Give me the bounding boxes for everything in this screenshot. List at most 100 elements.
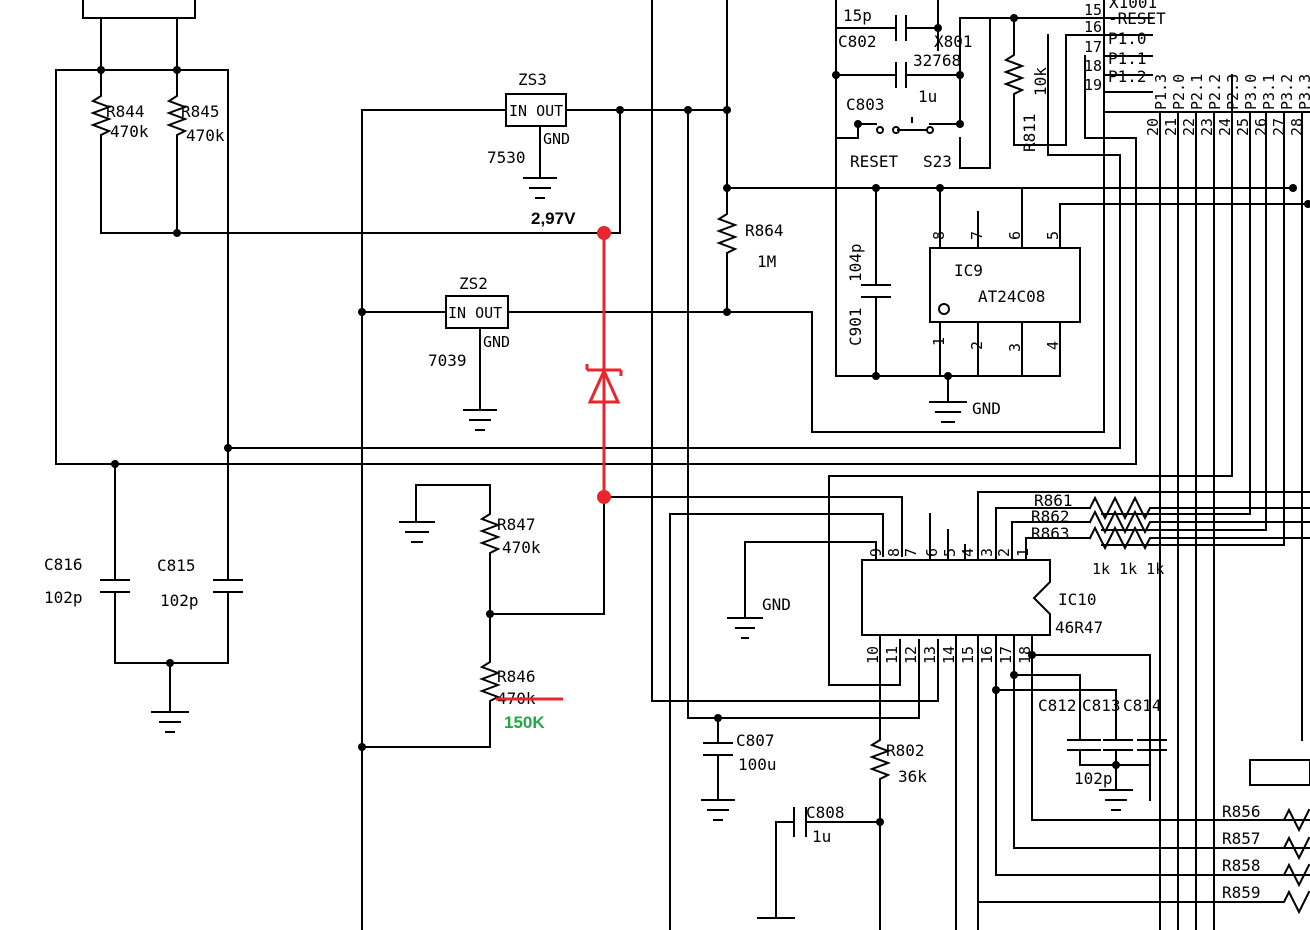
x1001-label: X1001 [1109,0,1157,12]
r844-label: R844 [106,102,145,121]
r802-label: R802 [886,741,925,760]
ic10-pin-6: 6 [923,548,941,557]
junction-red-bottom [597,490,611,504]
ic10-pin-14: 14 [940,646,958,664]
r845-value: 470k [186,126,225,145]
zs2-label: ZS2 [459,274,488,293]
ic9-pin-8: 8 [930,231,948,240]
ic10-pin-12: 12 [902,646,920,664]
zs3-gnd: GND [543,130,570,148]
ic10-pin-3: 3 [978,548,996,557]
r811-value: 10k [1031,67,1050,96]
mcu-p10-label: P1.0 [1108,29,1147,48]
c808-value: 1u [812,827,831,846]
mcu-pin-26: 26 [1252,118,1270,136]
x801-label: X801 [934,32,973,51]
ic10-top-pin-labels: 9 8 7 6 5 4 3 2 1 [867,548,1032,557]
c815-label: C815 [157,556,196,575]
ic10-pin-9: 9 [867,548,885,557]
mcu-pin-16: 16 [1084,18,1102,36]
r86x-values: 1k 1k 1k [1092,560,1164,578]
zs2-part: 7039 [428,351,467,370]
ic10-pin-11: 11 [883,646,901,664]
ic10-pin-5: 5 [941,548,959,557]
ic10-pin-8: 8 [885,548,903,557]
x801-value: 32768 [913,51,961,70]
ic10-pin-18: 18 [1016,646,1034,664]
left-network [55,0,1137,733]
r846-value-new: 150K [504,713,545,732]
port-p33: P3.3 [1296,74,1310,110]
zs3-label: ZS3 [518,70,547,89]
port-p22: P2.2 [1206,74,1224,110]
port-p31: P3.1 [1260,74,1278,110]
c815-value: 102p [160,591,199,610]
ic9-pin-1: 1 [930,337,948,346]
divider-r847-r846 [361,484,903,748]
c803-value: 1u [918,87,937,106]
port-p13: P1.3 [1152,74,1170,110]
ic10-part: 46R47 [1055,618,1103,637]
port-p23: P2.3 [1224,74,1242,110]
s23-label: S23 [923,152,952,171]
r845-label: R845 [181,102,220,121]
c808-label: C808 [806,803,845,822]
r859-label: R859 [1222,883,1261,902]
ic10-pin-15: 15 [959,646,977,664]
c807-label: C807 [736,731,775,750]
ic10-area [701,491,1310,930]
r857-label: R857 [1222,829,1261,848]
mcu-pin-23: 23 [1198,118,1216,136]
r861-label: R861 [1034,491,1073,510]
r858-label: R858 [1222,856,1261,875]
r811-label: R811 [1020,113,1039,152]
port-p32: P3.2 [1278,74,1296,110]
r864-label: R864 [745,221,784,240]
ic10-pin-13: 13 [921,646,939,664]
mcu-pin-15: 15 [1084,1,1102,19]
ic10-bottom-pin-labels: 10 11 12 13 14 15 16 17 18 [864,646,1034,664]
r856-r859 [977,807,1310,915]
r864-value: 1M [757,252,776,271]
ic10-pin-16: 16 [978,646,996,664]
ic10-gnd: GND [762,595,791,614]
zener-modification [496,233,623,701]
r802-value: 36k [898,767,927,786]
port-p30: P3.0 [1242,74,1260,110]
mcu-pin-28: 28 [1288,118,1306,136]
c816-value: 102p [44,588,83,607]
junction-red-top [597,226,611,240]
ic9-pin-2: 2 [968,341,986,350]
ic10-pin-7: 7 [902,548,920,557]
ic9-part: AT24C08 [978,287,1045,306]
mcu-pin-27: 27 [1270,118,1288,136]
r847-value: 470k [502,538,541,557]
ic9-pin-5: 5 [1044,231,1062,240]
c803-label: C803 [846,95,885,114]
r863-label: R863 [1031,524,1070,543]
c901-label: C901 [846,307,865,346]
ic9-pin-7: 7 [968,231,986,240]
zs3-part: 7530 [487,148,526,167]
zs2-gnd: GND [483,333,510,351]
c901-value: 104p [846,243,865,282]
voltage-label: 2,97V [531,209,576,228]
c813-label: C813 [1082,696,1121,715]
mcu-pin-22: 22 [1180,118,1198,136]
ic9-pin-6: 6 [1006,231,1024,240]
port-p20: P2.0 [1170,74,1188,110]
ic10-pin-4: 4 [959,548,977,557]
mcu-reset-label: -RESET [1108,9,1166,28]
mcu-bottom-pins: 20 21 22 23 24 25 26 27 28 P1.3 P2.0 P2.… [1144,74,1310,136]
r862-label: R862 [1031,507,1070,526]
mcu-pin-24: 24 [1216,118,1234,136]
mcu-pin-25: 25 [1234,118,1252,136]
c802-label: C802 [838,32,877,51]
ic10-pin-1: 1 [1014,548,1032,557]
r856-label: R856 [1222,802,1261,821]
port-p21: P2.1 [1188,74,1206,110]
mcu-pin-18: 18 [1084,57,1102,75]
ic9-gnd: GND [972,399,1001,418]
mcu-pin-21: 21 [1162,118,1180,136]
zs2-io: IN OUT [448,304,502,322]
